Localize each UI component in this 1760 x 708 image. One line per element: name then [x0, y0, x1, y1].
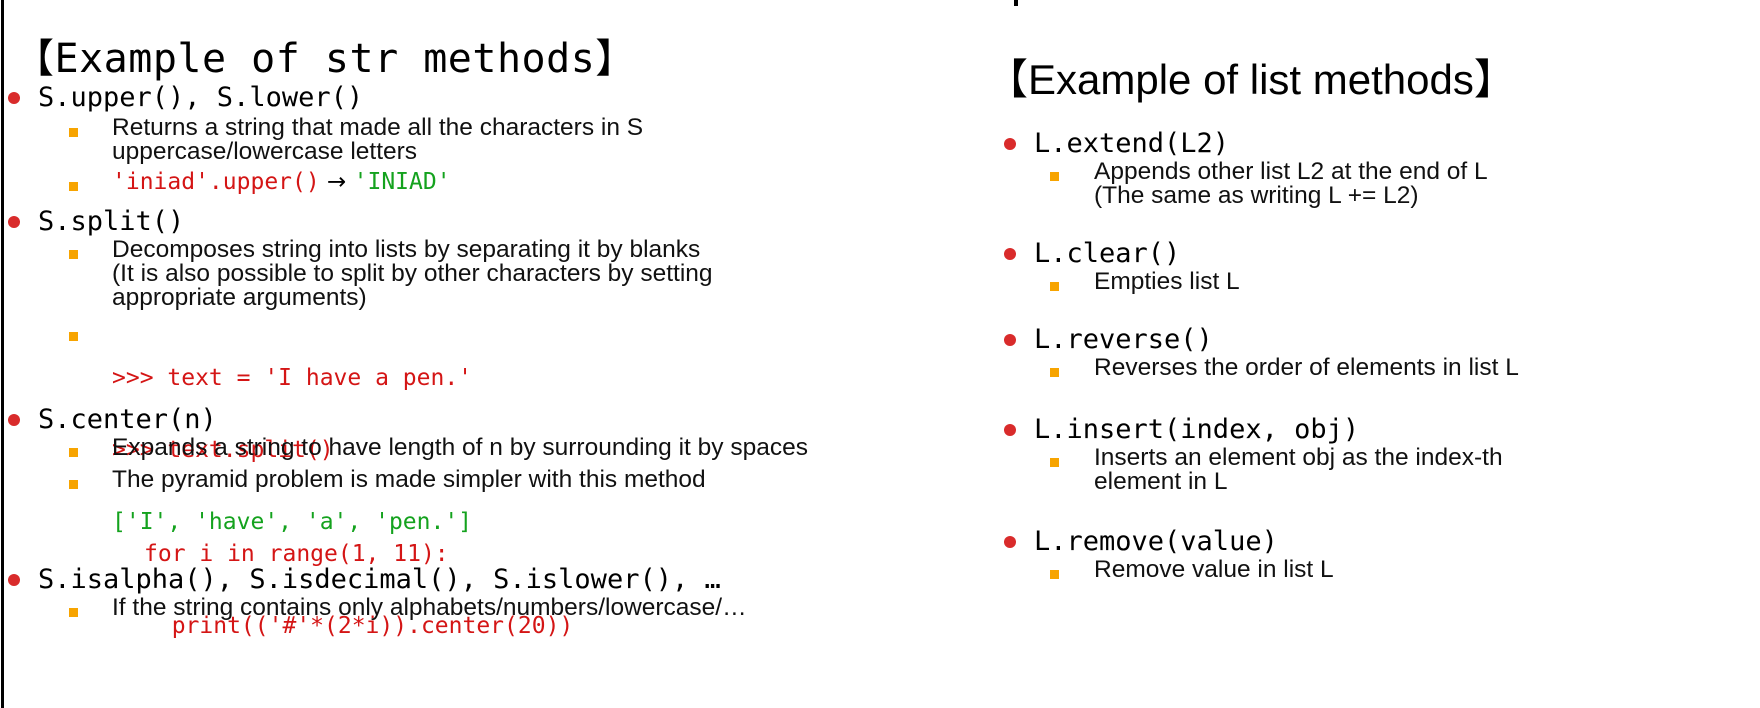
method-description: Appends other list L2 at the end of L (T… — [1094, 158, 1488, 209]
round-bullet-icon — [8, 413, 20, 426]
list-method-item: L.clear() — [1004, 238, 1180, 269]
method-description: Decomposes string into lists by separati… — [112, 236, 713, 311]
method-description: The pyramid problem is made simpler with… — [112, 466, 706, 493]
list-method-item: L.reverse() — [1004, 324, 1213, 355]
method-name: S.center(n) — [38, 404, 217, 435]
code-example: 'iniad'.upper() → 'INIAD' — [112, 169, 451, 195]
round-bullet-icon — [1004, 535, 1016, 548]
square-bullet-icon — [1050, 570, 1059, 579]
left-frame-border — [1, 0, 4, 708]
square-bullet-icon — [1050, 368, 1059, 377]
list-method-item: L.remove(value) — [1004, 526, 1278, 557]
method-description: Remove value in list L — [1094, 556, 1334, 583]
square-bullet-icon — [69, 128, 78, 137]
round-bullet-icon — [8, 91, 20, 104]
method-name: L.clear() — [1034, 238, 1181, 269]
str-method-item: S.center(n) — [8, 404, 217, 435]
square-bullet-icon — [1050, 458, 1059, 467]
square-bullet-icon — [69, 448, 78, 457]
method-description: If the string contains only alphabets/nu… — [112, 594, 747, 621]
str-methods-column: 【Example of str methods】 S.upper(), S.lo… — [8, 36, 808, 639]
square-bullet-icon — [69, 480, 78, 489]
list-method-item: L.extend(L2) — [1004, 128, 1229, 159]
str-methods-heading: 【Example of str methods】 — [14, 36, 636, 82]
method-name: L.remove(value) — [1034, 526, 1278, 557]
method-name: S.isalpha(), S.isdecimal(), S.islower(),… — [38, 564, 721, 595]
square-bullet-icon — [69, 250, 78, 259]
square-bullet-icon — [1050, 282, 1059, 291]
list-method-item: L.insert(index, obj) — [1004, 414, 1359, 445]
method-name: L.extend(L2) — [1034, 128, 1230, 159]
code-example: for i in range(1, 11): print(('#'*(2*i))… — [144, 541, 574, 639]
method-description: Empties list L — [1094, 268, 1240, 295]
round-bullet-icon — [1004, 423, 1016, 436]
str-method-item: S.split() — [8, 206, 184, 237]
square-bullet-icon — [1050, 172, 1059, 181]
round-bullet-icon — [8, 573, 20, 586]
method-name: S.upper(), S.lower() — [38, 82, 364, 113]
list-methods-column: 【Example of list methods】 L.extend(L2) A… — [968, 0, 1760, 708]
method-name: S.split() — [38, 206, 185, 237]
method-name: L.insert(index, obj) — [1034, 414, 1360, 445]
method-description: Reverses the order of elements in list L — [1094, 354, 1519, 381]
method-name: L.reverse() — [1034, 324, 1213, 355]
round-bullet-icon — [8, 215, 20, 228]
round-bullet-icon — [1004, 247, 1016, 260]
str-method-item: S.isalpha(), S.isdecimal(), S.islower(),… — [8, 564, 721, 595]
str-method-item: S.upper(), S.lower() — [8, 82, 363, 113]
code-example: >>> text = 'I have a pen.' >>> text.spli… — [112, 365, 473, 535]
method-description: Inserts an element obj as the index-th e… — [1094, 444, 1503, 495]
square-bullet-icon — [69, 608, 78, 617]
method-description: Returns a string that made all the chara… — [112, 114, 644, 165]
square-bullet-icon — [69, 332, 78, 341]
square-bullet-icon — [69, 182, 78, 191]
top-edge-mark — [1014, 0, 1018, 6]
list-methods-heading: 【Example of list methods】 — [986, 56, 1516, 103]
round-bullet-icon — [1004, 137, 1016, 150]
round-bullet-icon — [1004, 333, 1016, 346]
method-description: Expands a string to have length of n by … — [112, 434, 808, 461]
